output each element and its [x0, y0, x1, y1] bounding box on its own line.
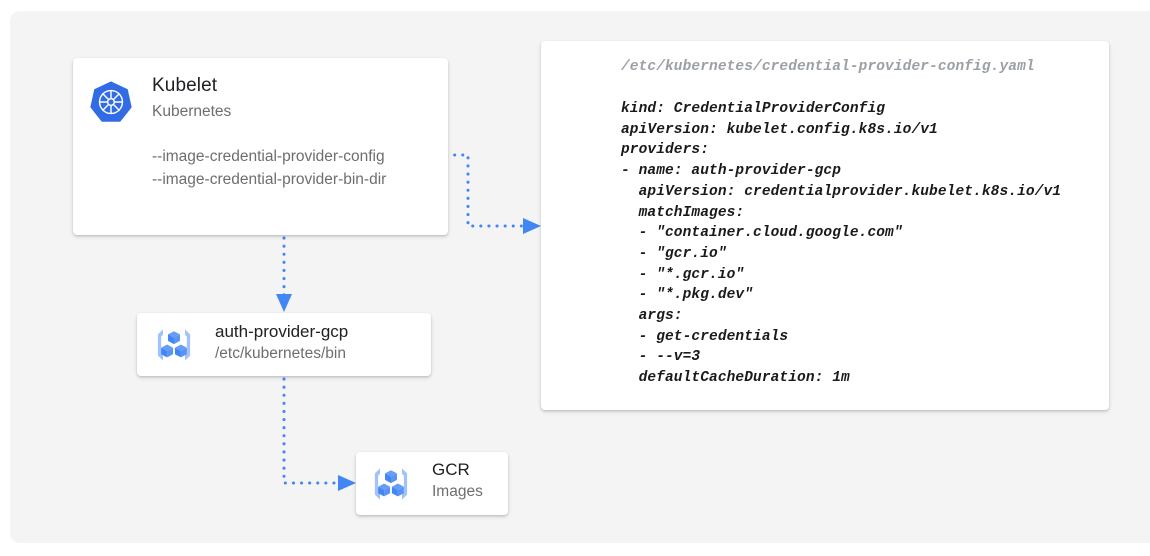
gcr-card-subtitle: Images: [432, 483, 483, 500]
container-registry-icon: [374, 468, 408, 500]
container-registry-icon: [157, 329, 191, 361]
gcr-card[interactable]: GCR Images: [356, 452, 508, 515]
cube-bottom-left: [378, 483, 391, 497]
auth-provider-gcp-card[interactable]: auth-provider-gcp /etc/kubernetes/bin: [137, 313, 431, 376]
cube-top: [168, 331, 180, 345]
credential-provider-config-card[interactable]: /etc/kubernetes/credential-provider-conf…: [541, 41, 1109, 410]
kubelet-flag-bin-dir: --image-credential-provider-bin-dir: [152, 171, 387, 188]
kubelet-card-title: Kubelet: [152, 75, 218, 96]
kubelet-card-subtitle: Kubernetes: [152, 103, 232, 120]
kubernetes-helm-wheel-icon: [90, 81, 132, 122]
kubelet-flag-config: --image-credential-provider-config: [152, 148, 385, 165]
kubelet-card[interactable]: Kubelet Kubernetes --image-credential-pr…: [73, 58, 448, 235]
auth-provider-gcp-subtitle: /etc/kubernetes/bin: [215, 345, 346, 362]
config-yaml-code: kind: CredentialProviderConfig apiVersio…: [621, 101, 1062, 387]
config-file-path: /etc/kubernetes/credential-provider-conf…: [621, 59, 1035, 75]
gcr-card-title: GCR: [432, 460, 470, 479]
auth-provider-gcp-title: auth-provider-gcp: [215, 322, 349, 341]
cube-top: [385, 470, 397, 484]
